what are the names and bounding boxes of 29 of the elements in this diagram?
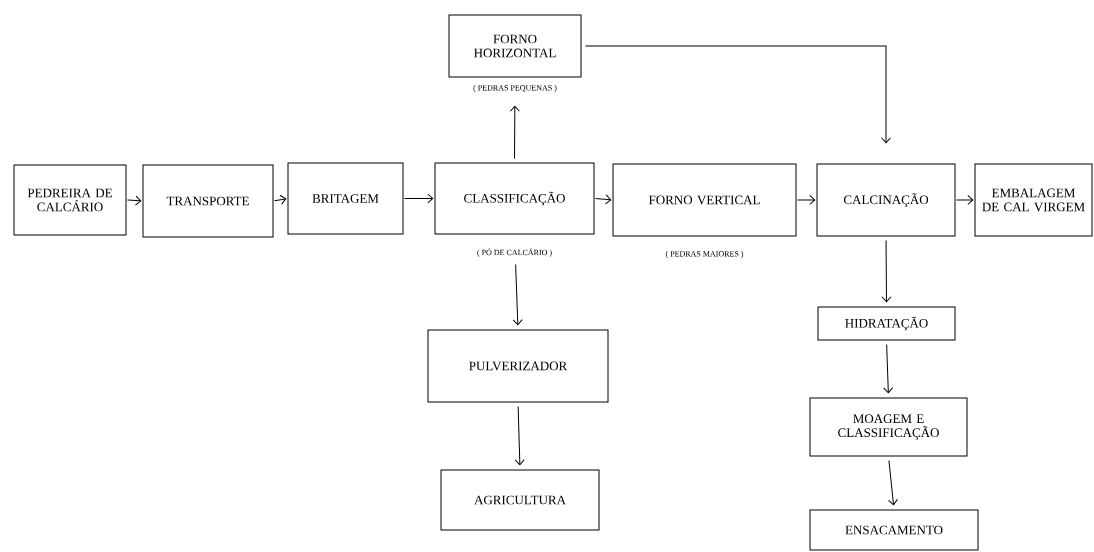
- arrow: [514, 406, 525, 466]
- arrow: [883, 344, 894, 394]
- process-box: EMBALAGEM DE CAL VIRGEM: [974, 163, 1093, 237]
- process-box: ENSACAMENTO: [809, 509, 979, 551]
- arrow: [595, 194, 612, 205]
- arrow: [509, 105, 520, 159]
- arrow: [274, 194, 287, 205]
- arrow: [888, 460, 898, 506]
- arrow: [127, 195, 142, 206]
- arrow: [404, 193, 434, 204]
- process-box: MOAGEM E CLASSIFICAÇÃO: [809, 397, 968, 457]
- process-box: FORNO VERTICAL: [612, 163, 797, 237]
- process-box: TRANSPORTE: [142, 164, 274, 238]
- process-box: BRITAGEM: [287, 162, 404, 235]
- arrow: [797, 195, 816, 205]
- process-box: CLASSIFICAÇÃO: [434, 162, 595, 235]
- process-box: AGRICULTURA: [440, 469, 600, 531]
- process-box: PEDREIRA DE CALCÁRIO: [13, 164, 127, 236]
- side-note: ( PEDRAS PEQUENAS ): [473, 84, 557, 93]
- process-box: PULVERIZADOR: [427, 329, 609, 403]
- process-box: CALCINAÇÃO: [816, 163, 956, 237]
- process-box: HIDRATAÇÃO: [817, 306, 956, 341]
- side-note: ( PÓ DE CALCÁRIO ): [477, 248, 552, 257]
- arrow: [956, 195, 974, 205]
- arrow: [512, 264, 523, 326]
- process-box: FORNO HORIZONTAL: [448, 14, 582, 78]
- side-note: ( PEDRAS MAIORES ): [665, 250, 744, 259]
- arrow: [585, 45, 891, 144]
- arrow: [881, 240, 892, 303]
